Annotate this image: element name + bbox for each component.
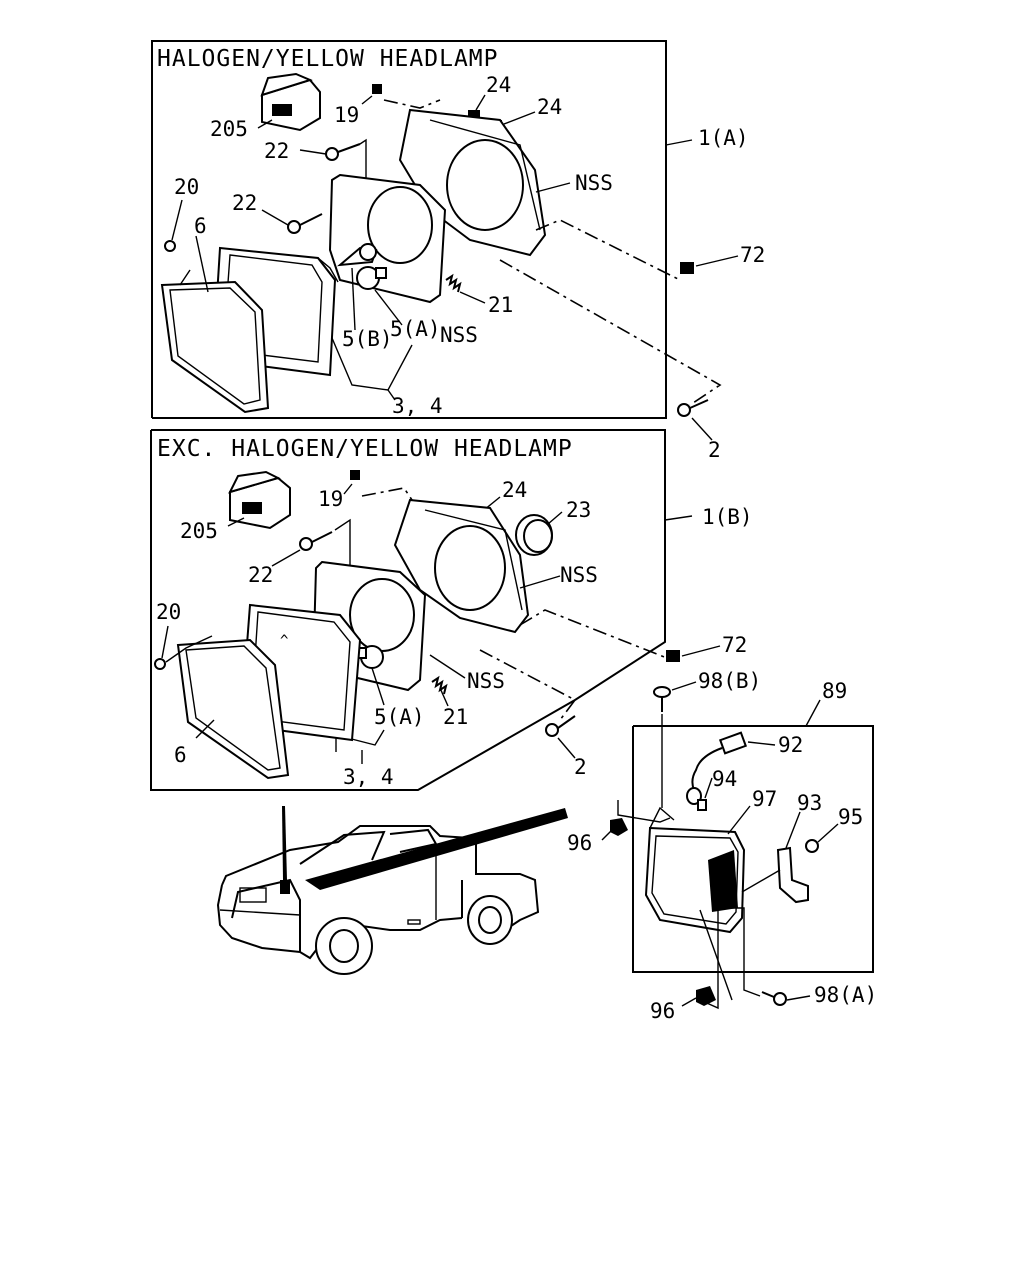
label-97: 97 (752, 787, 777, 811)
label-5a-top: 5(A) (390, 317, 441, 341)
label-21-top: 21 (488, 293, 513, 317)
bulb-94-part (686, 787, 707, 811)
label-93: 93 (797, 791, 822, 815)
clip-72-top-part (680, 262, 694, 274)
label-96a: 96 (567, 831, 592, 855)
label-205-mid: 205 (180, 519, 218, 543)
label-98b: 98(B) (698, 669, 761, 693)
panel-title-halogen: HALOGEN/YELLOW HEADLAMP (157, 46, 499, 72)
svg-text:^: ^ (280, 633, 288, 649)
label-98a: 98(A) (814, 983, 877, 1007)
label-21-mid: 21 (443, 705, 468, 729)
relay-part (257, 72, 321, 132)
screw-95-part (805, 839, 819, 853)
label-5b-top: 5(B) (342, 327, 393, 351)
bulb-5b-part (336, 243, 378, 267)
bolt-98b-part (653, 686, 671, 712)
lamp-97-part (644, 806, 746, 934)
connector-92-part (691, 731, 748, 791)
label-205-top: 205 (210, 117, 248, 141)
bulb-5a-part (356, 266, 387, 290)
retaining-ring (328, 173, 447, 304)
headlamp-housing (398, 108, 547, 257)
screw-20-part (164, 240, 176, 252)
label-92: 92 (778, 733, 803, 757)
label-2-mid: 2 (574, 755, 587, 779)
label-22b-top: 22 (232, 191, 257, 215)
label-24b-top: 24 (537, 95, 562, 119)
label-20-mid: 20 (156, 600, 181, 624)
label-72-mid: 72 (722, 633, 747, 657)
label-96b: 96 (650, 999, 675, 1023)
label-nss2-mid: NSS (467, 669, 505, 693)
label-24-mid: 24 (502, 478, 527, 502)
bezel-6-mid-part (176, 638, 290, 780)
panel-halogen-headlamp: HALOGEN/YELLOW HEADLAMP (151, 40, 722, 419)
label-34-top: 3, 4 (392, 394, 443, 418)
screw-22b-part (287, 213, 323, 234)
label-1a: 1(A) (698, 126, 749, 150)
clip-96b-part (696, 986, 716, 1006)
label-nss1-top: NSS (575, 171, 613, 195)
label-2-top: 2 (708, 438, 721, 462)
label-23-mid: 23 (566, 498, 591, 522)
bracket-93-part (776, 846, 809, 904)
label-34-mid: 3, 4 (343, 765, 394, 789)
relay-part-mid (228, 470, 291, 530)
screw-2-mid-part (545, 715, 576, 737)
clip-19-mid-part (350, 470, 360, 480)
label-19-mid: 19 (318, 487, 343, 511)
clip-96a-part (610, 818, 628, 836)
clip-72-mid-part (666, 650, 680, 662)
label-22a-top: 22 (264, 139, 289, 163)
label-89: 89 (822, 679, 847, 703)
label-6-mid: 6 (174, 743, 187, 767)
label-94: 94 (712, 767, 737, 791)
label-19-top: 19 (334, 103, 359, 127)
screw-20-mid-part (154, 658, 166, 670)
label-20-top: 20 (174, 175, 199, 199)
screw-22a-part (325, 143, 361, 161)
label-6-top: 6 (194, 214, 207, 238)
clip-19-part (372, 84, 382, 94)
label-22-mid: 22 (248, 563, 273, 587)
pickup-truck-illustration (216, 806, 568, 975)
label-5a-mid: 5(A) (374, 705, 425, 729)
label-nss2-top: NSS (440, 323, 478, 347)
screw-2-top-part (677, 399, 709, 417)
panel-exc-halogen-headlamp: EXC. HALOGEN/YELLOW HEADLAMP (150, 429, 693, 791)
bezel-6-part (160, 280, 270, 414)
spring-21-part (445, 273, 462, 293)
panel-title-exc-halogen: EXC. HALOGEN/YELLOW HEADLAMP (157, 436, 573, 462)
label-nss1-mid: NSS (560, 563, 598, 587)
spring-21-mid-part (431, 675, 448, 695)
label-95: 95 (838, 805, 863, 829)
side-marker-assembly (601, 681, 874, 1010)
ring-23-part (515, 514, 553, 556)
screw-98a-part (761, 991, 787, 1006)
screw-22-mid-part (299, 531, 333, 551)
label-72-top: 72 (740, 243, 765, 267)
headlamp-housing-mid (393, 498, 530, 634)
label-24a-top: 24 (486, 73, 511, 97)
label-1b: 1(B) (702, 505, 753, 529)
